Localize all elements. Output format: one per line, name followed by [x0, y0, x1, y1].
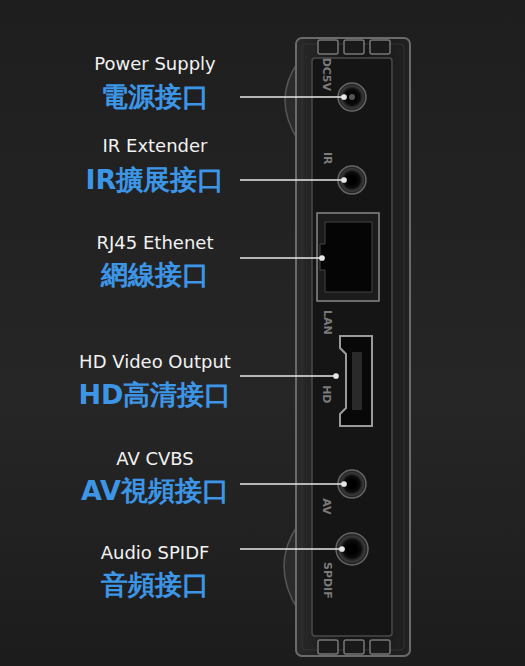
panel-print: DC5V [320, 57, 333, 90]
port-name: RJ45 Ethenet [97, 233, 214, 254]
port-name: AV CVBS [116, 449, 194, 470]
port-name: Power Supply [94, 54, 215, 75]
panel-print: HD [320, 385, 333, 403]
port-name: IR Extender [102, 136, 207, 157]
port-name-zh: 電源接口 [101, 81, 209, 112]
port-name-zh: HD高清接口 [78, 379, 231, 410]
port-name-zh: IR擴展接口 [86, 164, 225, 195]
port-name-zh: 網線接口 [101, 259, 209, 290]
port-name: Audio SPIDF [101, 543, 210, 564]
panel-print: SPDIF [320, 562, 333, 599]
leader-line [240, 95, 346, 551]
panel-print: IR [320, 152, 333, 165]
port-name-zh: AV視頻接口 [81, 475, 229, 506]
port-name-zh: 音頻接口 [101, 569, 209, 600]
panel-print: AV [320, 498, 333, 514]
panel-print: LAN [320, 310, 333, 335]
port-name: HD Video Output [79, 352, 231, 373]
